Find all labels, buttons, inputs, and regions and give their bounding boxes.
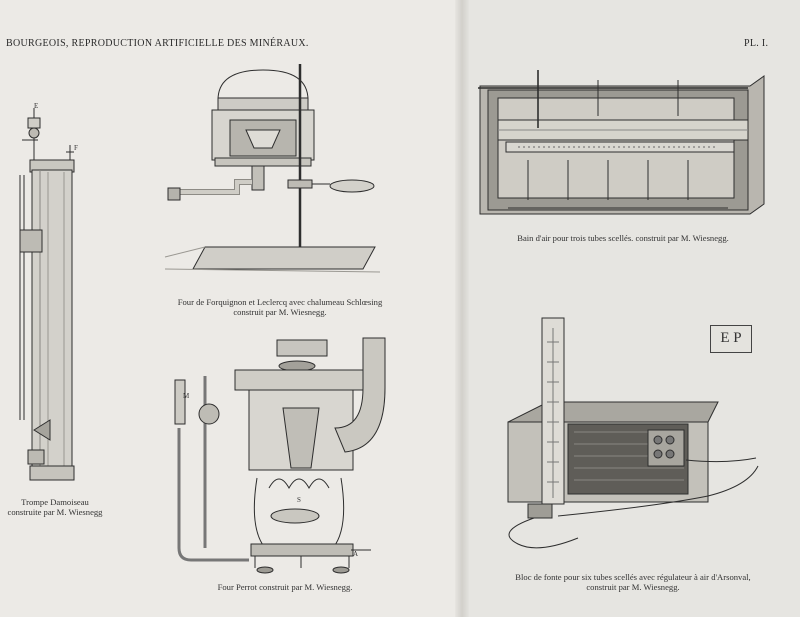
letter-f: F: [74, 144, 78, 152]
letter-a: A: [353, 550, 358, 558]
caption-four-perrot: Four Perrot construit par M. Wiesnegg.: [217, 582, 353, 592]
caption-bloc-fonte: Bloc de fonte pour six tubes scellés ave…: [488, 572, 778, 592]
library-stamp: E P: [710, 325, 752, 353]
letter-s: S: [297, 496, 301, 504]
caption-four-forquignon: Four de Forquignon et Leclercq avec chal…: [160, 297, 400, 317]
letter-m: M: [183, 392, 190, 400]
caption-bloc-fonte-line1: Bloc de fonte pour six tubes scellés ave…: [515, 572, 751, 582]
caption-trompe: Trompe Damoiseau construite par M. Wiesn…: [0, 497, 110, 517]
bloc-fonte-figure: [507, 317, 759, 549]
four-perrot-figure: M S A: [174, 337, 386, 574]
letter-e: E: [34, 102, 38, 110]
caption-trompe-line1: Trompe Damoiseau: [21, 497, 89, 507]
caption-four-forquignon-line2: construit par M. Wiesnegg.: [233, 307, 327, 317]
bain-air-figure: [478, 70, 765, 215]
caption-four-forquignon-line1: Four de Forquignon et Leclercq avec chal…: [177, 297, 383, 307]
caption-trompe-line2: construite par M. Wiesnegg: [7, 507, 103, 517]
plate-number: PL. I.: [744, 38, 769, 49]
four-forquignon-figure: [164, 64, 381, 273]
caption-bain-air: Bain d'air pour trois tubes scellés. con…: [517, 233, 729, 243]
book-gutter: [455, 0, 469, 617]
caption-bloc-fonte-line2: construit par M. Wiesnegg.: [586, 582, 680, 592]
running-header: BOURGEOIS, REPRODUCTION ARTIFICIELLE DES…: [6, 38, 309, 49]
trompe-damoiseau-figure: E F: [19, 102, 78, 481]
